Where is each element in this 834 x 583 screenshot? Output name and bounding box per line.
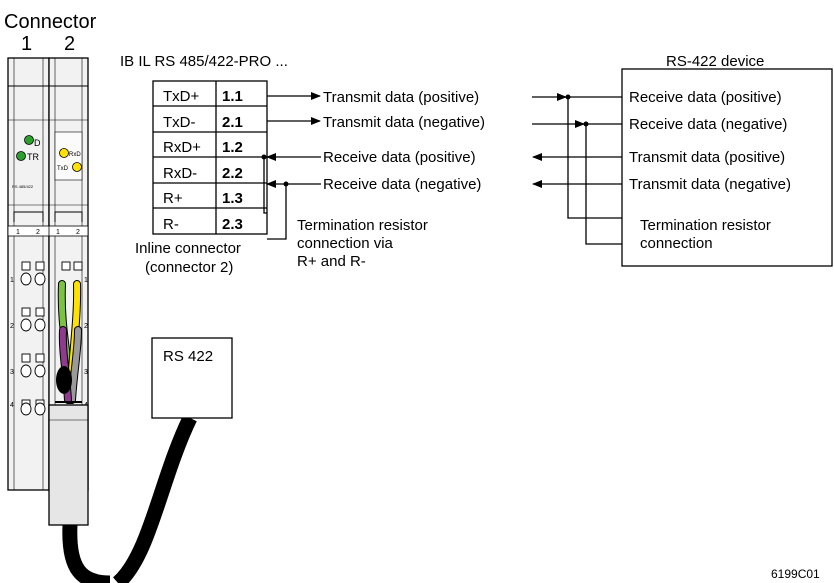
- signal-transmit-pos: Transmit data (positive): [323, 89, 479, 106]
- pin-1-2: 1.2: [222, 139, 243, 156]
- module-small-label: RS 485/422: [12, 184, 34, 189]
- connector-title: Connector: [4, 11, 97, 33]
- device-row-receive-neg: Receive data (negative): [629, 116, 787, 133]
- device-row-receive-pos: Receive data (positive): [629, 89, 782, 106]
- termination-note-right-line1: Termination resistor: [640, 217, 771, 234]
- pin-2-1: 2.1: [222, 114, 243, 131]
- rs422-plug-body: [48, 404, 89, 526]
- terminal-points: [20, 261, 83, 416]
- device-signal-lines: [532, 93, 622, 245]
- module-title: IB IL RS 485/422-PRO ...: [120, 53, 288, 70]
- row-label-txd-pos: TxD+: [163, 88, 199, 105]
- connector-2-led-panel: [54, 131, 83, 181]
- junction-device-rx-pos: [565, 94, 571, 100]
- led-txd-label: TxD: [57, 166, 69, 172]
- led-rxd-label: RxD: [69, 152, 81, 158]
- row-label-r-neg: R-: [163, 216, 179, 233]
- led-d-label: D: [34, 138, 41, 148]
- signal-receive-pos: Receive data (positive): [323, 149, 476, 166]
- svg-text:4: 4: [10, 402, 14, 409]
- signal-transmit-neg: Transmit data (negative): [323, 114, 485, 131]
- svg-text:2: 2: [36, 229, 40, 236]
- rs422-device-box: [621, 68, 833, 267]
- led-tr-icon: [16, 151, 26, 161]
- termination-note-left-line3: R+ and R-: [297, 253, 366, 270]
- junction-device-rx-neg: [583, 121, 589, 127]
- pin-1-3: 1.3: [222, 190, 243, 207]
- rs422-box-label: RS 422: [163, 348, 213, 365]
- junction-rxd-pos: [261, 154, 267, 160]
- row-label-txd-neg: TxD-: [163, 114, 196, 131]
- signal-wires: [56, 280, 82, 404]
- pin-2-2: 2.2: [222, 165, 243, 182]
- termination-note-right-line2: connection: [640, 235, 713, 252]
- terminal-table: TxD+ TxD- RxD+ RxD- R+ R- 1.1 2.1 1.2 2.…: [152, 80, 268, 235]
- rs422-box: [151, 337, 233, 419]
- connector-number-1: 1: [21, 33, 32, 55]
- pin-1-1: 1.1: [222, 88, 243, 105]
- junction-rxd-neg: [283, 181, 289, 187]
- led-txd-icon: [72, 162, 82, 172]
- svg-text:3: 3: [84, 369, 88, 376]
- led-d-icon: [24, 135, 34, 145]
- svg-text:2: 2: [10, 323, 14, 330]
- rs422-cable-left: [62, 524, 111, 583]
- svg-text:2: 2: [76, 229, 80, 236]
- svg-text:2: 2: [84, 323, 88, 330]
- termination-note-left-line2: connection via: [297, 235, 394, 252]
- signal-receive-neg: Receive data (negative): [323, 176, 481, 193]
- svg-text:1: 1: [84, 277, 88, 284]
- figure-id: 6199C01: [771, 567, 820, 581]
- device-row-transmit-neg: Transmit data (negative): [629, 176, 791, 193]
- row-label-r-pos: R+: [163, 190, 183, 207]
- termination-note-left-line1: Termination resistor: [297, 217, 428, 234]
- led-rxd-icon: [59, 148, 69, 158]
- svg-text:1: 1: [10, 277, 14, 284]
- inline-connector-caption-line1: Inline connector: [135, 240, 241, 257]
- connector-number-2: 2: [64, 33, 75, 55]
- inline-connector-caption-line2: (connector 2): [145, 259, 233, 276]
- row-label-rxd-neg: RxD-: [163, 165, 197, 182]
- row-label-rxd-pos: RxD+: [163, 139, 201, 156]
- svg-text:3: 3: [10, 369, 14, 376]
- device-title: RS-422 device: [666, 53, 764, 70]
- device-row-transmit-pos: Transmit data (positive): [629, 149, 785, 166]
- svg-text:1: 1: [16, 229, 20, 236]
- svg-text:1: 1: [56, 229, 60, 236]
- led-tr-label: TR: [27, 152, 39, 162]
- pin-2-3: 2.3: [222, 216, 243, 233]
- module-signal-lines: [263, 92, 321, 240]
- rs422-cable-right: [112, 414, 197, 583]
